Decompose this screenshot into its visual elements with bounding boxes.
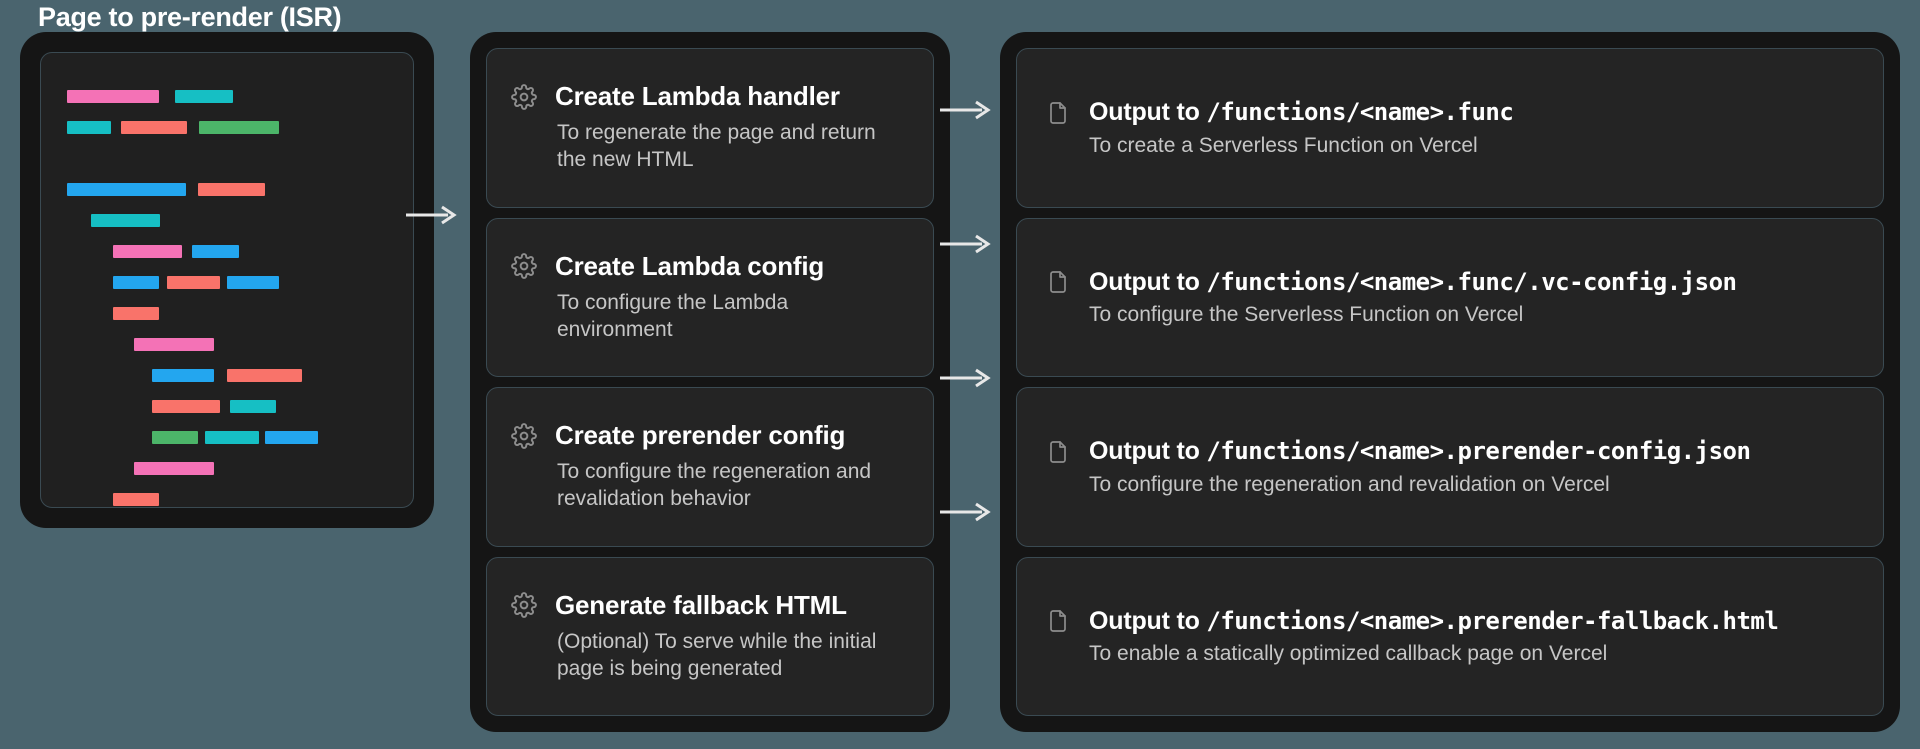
code-line [67, 428, 387, 446]
output-description: To enable a statically optimized callbac… [1089, 642, 1608, 666]
page-title: Page to pre-render (ISR) [38, 2, 342, 32]
step-card[interactable]: Create Lambda handler To regenerate the p… [486, 48, 934, 208]
code-token-red [227, 368, 302, 382]
code-token-teal [67, 120, 111, 134]
file-icon [1043, 437, 1073, 467]
output-label: Output to [1089, 267, 1207, 296]
code-token-red [113, 306, 159, 320]
gear-icon [509, 251, 539, 281]
code-token-blue [227, 275, 279, 289]
code-token-red [198, 182, 265, 196]
step-header: Create Lambda config [509, 251, 907, 282]
step-title: Create Lambda handler [555, 81, 840, 112]
outputs-column: Output to /functions/<name>.func To creat… [1000, 32, 1900, 732]
output-header: Output to /functions/<name>.func [1043, 98, 1857, 128]
code-line [67, 242, 387, 260]
file-icon [1043, 267, 1073, 297]
code-token-red [152, 399, 220, 413]
code-token-teal [91, 213, 160, 227]
step-title: Generate fallback HTML [555, 589, 847, 620]
step-card[interactable]: Create Lambda config To configure the Lam… [486, 217, 934, 377]
code-token-pink [134, 337, 214, 351]
step-title: Create Lambda config [555, 250, 825, 281]
code-line [67, 180, 387, 198]
code-line [67, 397, 387, 415]
output-header: Output to /functions/<name>.prerender-fa… [1043, 606, 1857, 636]
step-title: Create prerender config [555, 420, 846, 451]
code-token-pink [113, 244, 182, 258]
output-description: To configure the Serverless Function on … [1089, 303, 1524, 327]
output-card[interactable]: Output to /functions/<name>.func/.vc-con… [1016, 217, 1884, 377]
code-token-blue [113, 275, 159, 289]
code-token-green [152, 430, 198, 444]
code-line [67, 366, 387, 384]
file-icon [1043, 606, 1073, 636]
code-line [67, 211, 387, 229]
code-token-blue [265, 430, 318, 444]
output-description: To create a Serverless Function on Verce… [1089, 133, 1478, 157]
step-card[interactable]: Generate fallback HTML (Optional) To serv… [486, 556, 934, 716]
step-description: To configure the regeneration and revali… [557, 460, 872, 511]
output-label: Output to [1089, 606, 1207, 635]
output-title: Output to /functions/<name>.prerender-fa… [1089, 606, 1779, 636]
gear-icon [509, 590, 539, 620]
code-token-teal [175, 89, 233, 103]
code-token-teal [230, 399, 276, 413]
code-token-green [199, 120, 279, 134]
output-path: /functions/<name>.prerender-config.json [1206, 437, 1751, 466]
code-token-blue [152, 368, 214, 382]
file-icon [1043, 98, 1073, 128]
step-header: Create Lambda handler [509, 81, 907, 112]
step-header: Generate fallback HTML [509, 590, 907, 621]
code-token-teal [205, 430, 259, 444]
output-path: /functions/<name>.prerender-fallback.htm… [1206, 606, 1779, 635]
steps-column: Create Lambda handler To regenerate the p… [470, 32, 950, 732]
step-card[interactable]: Create prerender config To configure the … [486, 387, 934, 547]
output-title: Output to /functions/<name>.prerender-co… [1089, 437, 1751, 466]
output-label: Output to [1089, 437, 1207, 466]
code-token-red [113, 492, 159, 506]
code-token-blue [67, 182, 186, 196]
code-line [67, 273, 387, 291]
output-title: Output to /functions/<name>.func/.vc-con… [1089, 267, 1737, 297]
output-title: Output to /functions/<name>.func [1089, 98, 1514, 127]
code-line [67, 149, 387, 167]
step-description: (Optional) To serve while the initial pa… [557, 629, 877, 680]
output-header: Output to /functions/<name>.func/.vc-con… [1043, 267, 1857, 297]
output-path: /functions/<name>.func/.vc-config.json [1206, 267, 1737, 296]
code-line [67, 335, 387, 353]
code-token-pink [134, 461, 214, 475]
step-header: Create prerender config [509, 420, 907, 451]
code-line [67, 304, 387, 322]
gear-icon [509, 421, 539, 451]
gear-icon [509, 82, 539, 112]
source-page-panel-shell [20, 32, 434, 528]
output-header: Output to /functions/<name>.prerender-co… [1043, 437, 1857, 467]
code-token-pink [67, 89, 159, 103]
code-token-blue [192, 244, 239, 258]
output-label: Output to [1089, 98, 1207, 127]
step-description: To configure the Lambda environment [557, 290, 789, 341]
code-line [67, 118, 387, 136]
output-description: To configure the regeneration and revali… [1089, 472, 1610, 496]
source-code-preview [40, 52, 414, 508]
code-line [67, 87, 387, 105]
step-description: To regenerate the page and return the ne… [557, 121, 876, 172]
code-line [67, 459, 387, 477]
output-card[interactable]: Output to /functions/<name>.prerender-fa… [1016, 556, 1884, 716]
code-line [67, 490, 387, 507]
output-path: /functions/<name>.func [1206, 98, 1514, 127]
code-token-red [167, 275, 220, 289]
output-card[interactable]: Output to /functions/<name>.func To creat… [1016, 48, 1884, 208]
code-token-red [121, 120, 187, 134]
output-card[interactable]: Output to /functions/<name>.prerender-co… [1016, 387, 1884, 547]
